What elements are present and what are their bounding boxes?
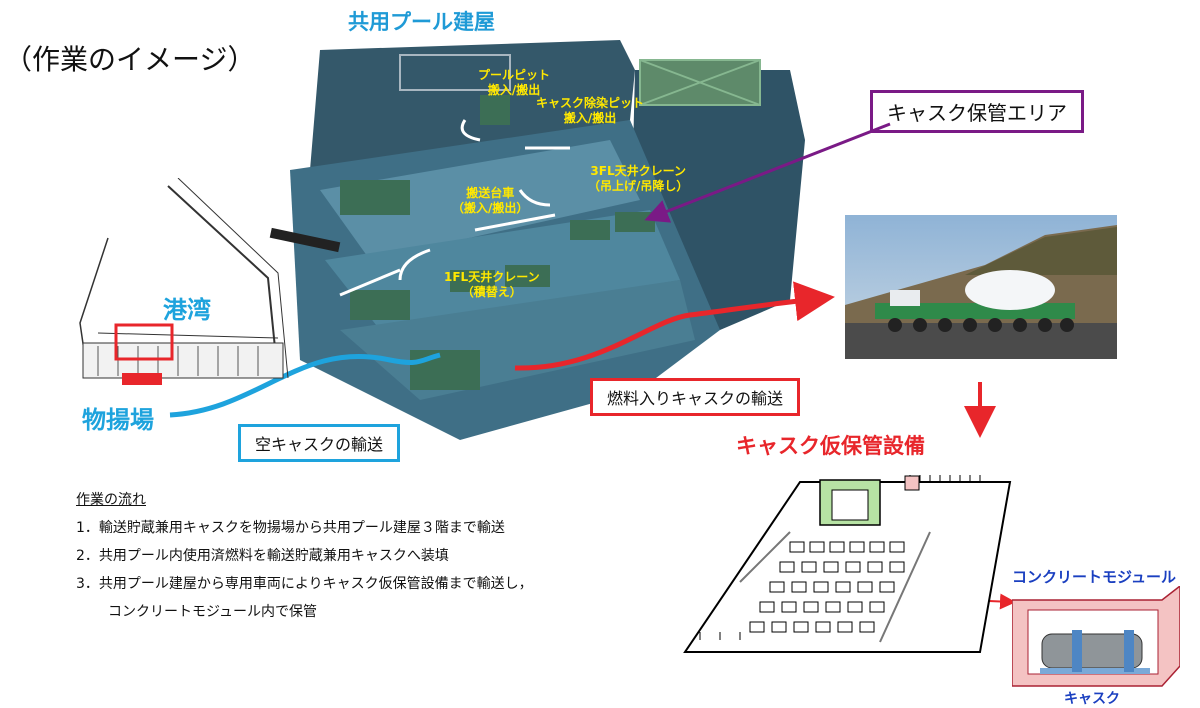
roof-truss: [399, 54, 511, 91]
cask-block: [570, 220, 610, 240]
unloading-area-label: 物揚場: [82, 406, 154, 434]
cask-block: [615, 212, 655, 232]
work-flow-title: 作業の流れ: [76, 492, 146, 508]
floor-3f: [320, 140, 640, 260]
transport-vehicle-photo: [845, 215, 1117, 359]
label-1fl-crane: 1FL天井クレーン（積替え）: [444, 270, 540, 299]
map-truck: [122, 373, 162, 385]
concrete-module-drawing: [1012, 586, 1180, 687]
building-title: 共用プール建屋: [348, 10, 495, 34]
cart-block: [350, 290, 410, 320]
label-3fl-crane: 3FL天井クレーン（吊上げ/吊降し）: [588, 164, 689, 193]
rail: [269, 227, 341, 253]
concrete-module-label: コンクリートモジュール: [1012, 568, 1176, 586]
cask-label: キャスク: [1064, 691, 1120, 707]
pool-pit-block: [480, 95, 510, 125]
label-cask-decon-pit: キャスク除染ピット搬入/搬出: [536, 96, 645, 125]
cask-storage-area-label: キャスク保管エリア: [870, 90, 1084, 133]
label-pool-pit: プールピット搬入/搬出: [478, 68, 551, 97]
cask-block: [450, 270, 495, 292]
empty-cask-transport-label: 空キャスクの輸送: [238, 424, 401, 462]
truck-block: [410, 350, 480, 390]
fueled-cask-transport-label: 燃料入りキャスクの輸送: [590, 378, 801, 416]
page-header: （作業のイメージ）: [4, 43, 256, 76]
work-flow-step-cont: コンクリートモジュール内で保管: [108, 604, 318, 620]
work-flow-step: 1．輸送貯蔵兼用キャスクを物揚場から共用プール建屋３階まで輸送: [76, 520, 505, 536]
cart-block: [340, 180, 410, 215]
harbor-label: 港湾: [163, 296, 211, 324]
work-flow-step: 3．共用プール建屋から専用車両によりキャスク仮保管設備まで輸送し，: [76, 576, 533, 592]
map-highlight-box: [114, 323, 174, 361]
temp-storage-title: キャスク仮保管設備: [736, 434, 925, 458]
cask-block: [505, 265, 550, 287]
work-flow-step: 2．共用プール内使用済燃料を輸送貯蔵兼用キャスクへ装填: [76, 548, 449, 564]
label-transport-cart: 搬送台車（搬入/搬出）: [452, 186, 529, 215]
temp-storage-drawing: [683, 475, 1012, 653]
work-flow: 作業の流れ 1．輸送貯蔵兼用キャスクを物揚場から共用プール建屋３階まで輸送 2．…: [76, 486, 533, 626]
cask-on-vehicle: [965, 270, 1055, 310]
harbor-map: [79, 178, 289, 385]
